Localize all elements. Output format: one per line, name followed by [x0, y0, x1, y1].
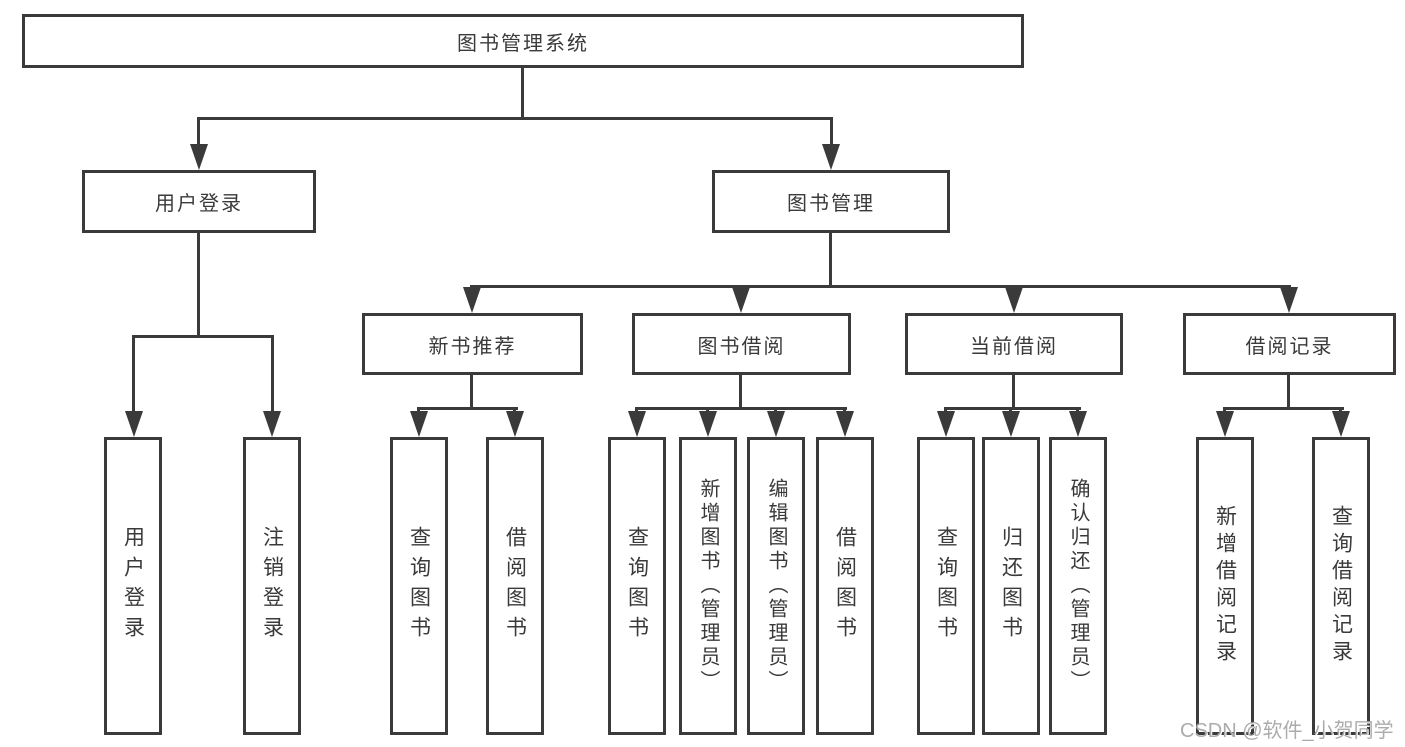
node-label: 图书管理系统: [457, 32, 589, 55]
node-label: 借阅图书: [503, 526, 527, 646]
node-label: 图书借阅: [697, 335, 786, 358]
node-borrowing-records: 借阅记录: [1183, 313, 1396, 375]
leaf-user-login: 用户登录: [104, 437, 162, 735]
leaf-cb-query-books: 查询图书: [917, 437, 975, 735]
connector-line: [830, 117, 833, 145]
connector-line: [1287, 375, 1290, 407]
leaf-bb-add-books-admin: 新增图书（管理员）: [679, 437, 737, 735]
arrow-down-icon: [1332, 411, 1350, 437]
arrow-down-icon: [822, 144, 840, 170]
connector-line: [829, 233, 832, 285]
connector-line: [132, 335, 274, 338]
arrow-down-icon: [1005, 287, 1023, 313]
arrow-down-icon: [506, 411, 524, 437]
connector-line: [1223, 407, 1344, 410]
node-label: 当前借阅: [970, 335, 1058, 358]
connector-line: [197, 233, 200, 335]
arrow-down-icon: [263, 411, 281, 437]
leaf-cb-return-books: 归还图书: [982, 437, 1040, 735]
arrow-down-icon: [1216, 411, 1234, 437]
connector-line: [417, 407, 518, 410]
connector-line: [635, 407, 847, 410]
arrow-down-icon: [767, 411, 785, 437]
leaf-cb-confirm-return-admin: 确认归还（管理员）: [1049, 437, 1107, 735]
node-label: 查询图书: [625, 526, 649, 646]
node-label: 编辑图书（管理员）: [765, 478, 787, 694]
node-label: 归还图书: [999, 526, 1023, 646]
node-book-borrowing: 图书借阅: [632, 313, 851, 375]
connector-line: [271, 335, 274, 411]
node-label: 借阅图书: [833, 526, 857, 646]
watermark: CSDN @软件_小贺同学: [1180, 720, 1394, 742]
connector-line: [1012, 375, 1015, 407]
node-new-book-recommendation: 新书推荐: [362, 313, 583, 375]
leaf-nb-query-books: 查询图书: [390, 437, 448, 735]
leaf-bb-edit-books-admin: 编辑图书（管理员）: [747, 437, 805, 735]
node-label: 新增图书（管理员）: [697, 478, 719, 694]
node-label: 用户登录: [155, 193, 243, 215]
node-label: 查询图书: [407, 526, 431, 646]
connector-line: [197, 117, 200, 145]
node-label: 注销登录: [260, 526, 284, 646]
node-label: 新增借阅记录: [1213, 505, 1237, 667]
arrow-down-icon: [463, 287, 481, 313]
arrow-down-icon: [1002, 411, 1020, 437]
leaf-br-query-record: 查询借阅记录: [1312, 437, 1370, 735]
node-root: 图书管理系统: [22, 14, 1024, 68]
node-label: 图书管理: [787, 193, 875, 215]
connector-line: [944, 407, 1081, 410]
leaf-nb-borrow-books: 借阅图书: [486, 437, 544, 735]
arrow-down-icon: [125, 411, 143, 437]
leaf-br-add-record: 新增借阅记录: [1196, 437, 1254, 735]
node-book-management: 图书管理: [712, 170, 950, 233]
node-label: 查询借阅记录: [1329, 505, 1353, 667]
arrow-down-icon: [1280, 287, 1298, 313]
node-label: 新书推荐: [428, 335, 517, 358]
node-label: 用户登录: [121, 526, 145, 646]
connector-line: [470, 285, 1291, 288]
arrow-down-icon: [937, 411, 955, 437]
connector-line: [739, 375, 742, 407]
leaf-bb-query-books: 查询图书: [608, 437, 666, 735]
arrow-down-icon: [1069, 411, 1087, 437]
connector-line: [197, 117, 833, 120]
connector-line: [132, 335, 135, 411]
node-label: 借阅记录: [1245, 335, 1334, 358]
leaf-logout: 注销登录: [243, 437, 301, 735]
leaf-bb-borrow-books: 借阅图书: [816, 437, 874, 735]
arrow-down-icon: [190, 144, 208, 170]
arrow-down-icon: [732, 287, 750, 313]
arrow-down-icon: [628, 411, 646, 437]
arrow-down-icon: [699, 411, 717, 437]
node-label: 确认归还（管理员）: [1067, 478, 1089, 694]
connector-line: [470, 375, 473, 407]
connector-line: [521, 68, 524, 117]
node-current-borrowing: 当前借阅: [905, 313, 1123, 375]
arrow-down-icon: [410, 411, 428, 437]
arrow-down-icon: [836, 411, 854, 437]
node-user-login: 用户登录: [82, 170, 316, 233]
node-label: 查询图书: [934, 526, 958, 646]
